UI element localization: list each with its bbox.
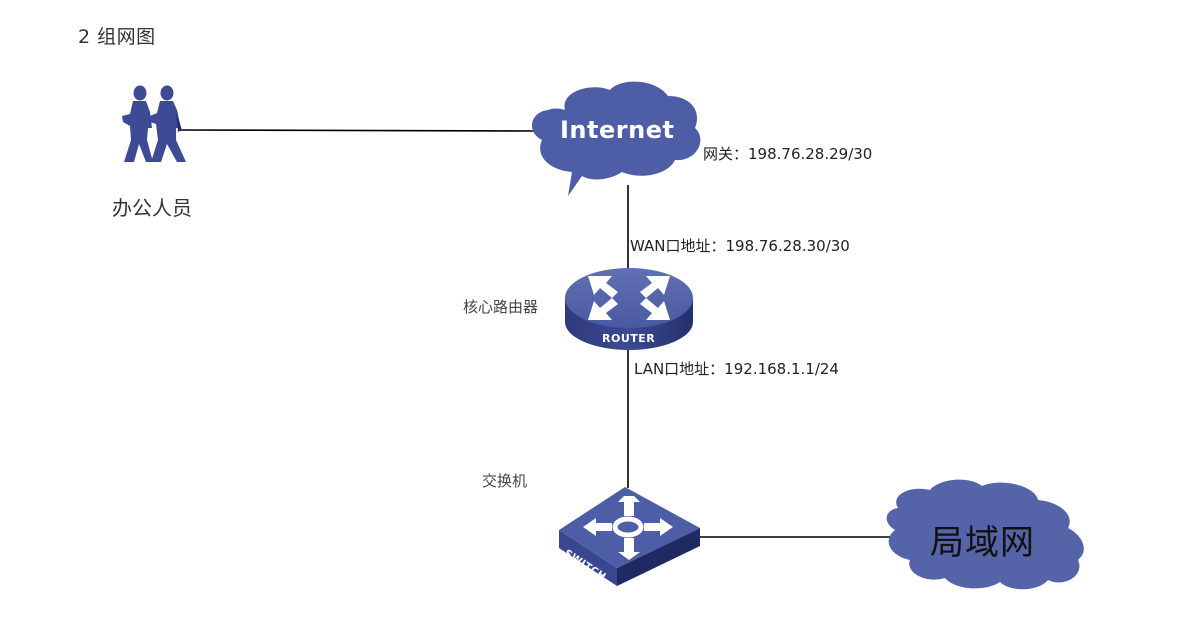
switch-icon (559, 487, 700, 586)
switch-label: 交换机 (482, 472, 528, 490)
link-staff-internet (179, 129, 536, 132)
links (179, 129, 893, 538)
internet-cloud-icon (531, 81, 701, 196)
gateway-address: 网关：198.76.28.29/30 (703, 145, 873, 163)
office-staff-label: 办公人员 (112, 196, 192, 220)
diagram-title: 2 组网图 (78, 26, 156, 48)
lan-address: LAN口地址：192.168.1.1/24 (634, 360, 839, 378)
lan-label: 局域网 (930, 523, 1035, 563)
router-device-text: ROUTER (602, 332, 656, 345)
router-label: 核心路由器 (463, 298, 539, 316)
lan-cloud-icon (886, 479, 1084, 590)
router-icon (565, 268, 693, 350)
wan-address: WAN口地址：198.76.28.30/30 (630, 237, 850, 255)
people-icon (122, 85, 186, 162)
internet-label: Internet (560, 116, 675, 144)
